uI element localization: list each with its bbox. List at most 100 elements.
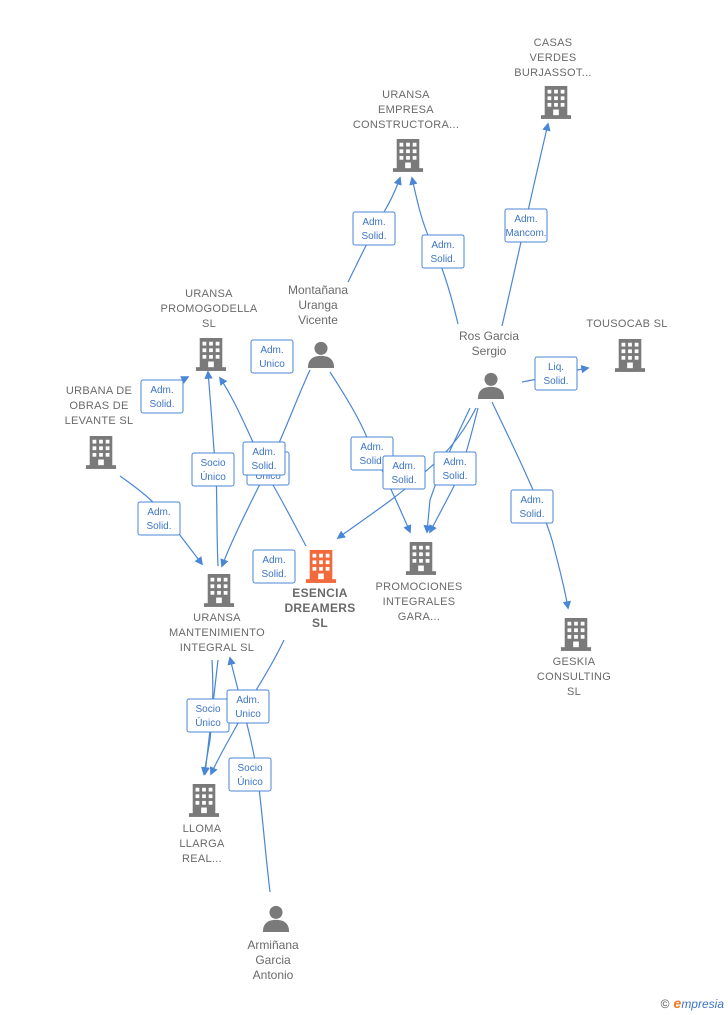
person-icon xyxy=(262,905,290,932)
node-promociones[interactable]: PROMOCIONES INTEGRALES GARA... xyxy=(375,542,462,623)
edge-label-e17[interactable]: Adm.Unico xyxy=(226,689,270,724)
node-label: Antonio xyxy=(253,968,294,982)
brand-logo-letter: e xyxy=(673,995,682,1011)
node-label: GARA... xyxy=(398,611,440,623)
copyright-icon: © xyxy=(660,997,670,1011)
edge-label-text: Unico xyxy=(235,709,261,720)
building-icon xyxy=(305,550,337,583)
empresia-brand[interactable]: ©empresia xyxy=(661,995,724,1011)
node-label: CASAS xyxy=(534,37,573,49)
edge-label-text: Adm. xyxy=(147,507,170,518)
node-label: PROMOGODELLA xyxy=(160,303,257,315)
edge-label-text: Solid. xyxy=(361,231,386,242)
node-promogodella[interactable]: URANSA PROMOGODELLA SL xyxy=(160,288,258,371)
edge-label-e14[interactable]: Adm.Solid. xyxy=(137,501,181,536)
node-lloma[interactable]: LLOMALLARGAREAL... xyxy=(179,784,225,865)
edge-label-text: Adm. xyxy=(362,217,385,228)
edge-label-text: Solid. xyxy=(543,376,568,387)
node-label: Garcia xyxy=(255,953,291,967)
edge-label-box xyxy=(242,441,286,476)
node-label: OBRAS DE xyxy=(69,400,128,412)
node-label: LLOMA xyxy=(183,823,222,835)
edge-label-e9[interactable]: Adm. Solid. xyxy=(510,489,554,524)
person-icon xyxy=(477,372,505,399)
edge-label-e3[interactable]: Adm.Solid. xyxy=(421,234,465,269)
edge-label-box xyxy=(137,501,181,536)
edge-label-text: Solid. xyxy=(391,475,416,486)
edge-label-e2[interactable]: Adm. Solid. xyxy=(352,211,396,246)
building-icon xyxy=(614,339,646,372)
edge-label-e12[interactable]: Adm.Solid. xyxy=(140,379,184,414)
edge-label-text: Socio xyxy=(237,763,262,774)
node-label: Vicente xyxy=(298,313,338,327)
edge-label-text: Socio xyxy=(195,704,220,715)
node-label: Ros Garcia xyxy=(459,329,519,343)
edge-label-text: Solid. xyxy=(519,509,544,520)
edge-label-text: Unico xyxy=(259,359,285,370)
edge-label-text: Adm. xyxy=(392,461,415,472)
node-label: ESENCIA xyxy=(292,586,347,600)
node-uransa_emp[interactable]: URANSAEMPRESACONSTRUCTORA... xyxy=(353,89,459,172)
edge-label-text: Único xyxy=(200,470,226,483)
node-label: URANSA xyxy=(193,612,241,624)
edge-label-box xyxy=(534,356,578,391)
node-label: GESKIA xyxy=(553,656,596,668)
building-icon xyxy=(195,338,227,371)
node-casas[interactable]: CASAS VERDES BURJASSOT... xyxy=(514,37,592,119)
building-icon xyxy=(188,784,220,817)
edge-line-12 xyxy=(204,370,219,567)
edge-label-text: Adm. xyxy=(262,555,285,566)
edge-label-e11[interactable]: Adm.Unico xyxy=(250,339,294,374)
brand-name: mpresia xyxy=(681,997,724,1011)
edge-label-text: Unico xyxy=(255,471,281,482)
edge-label-e4[interactable]: Liq. Solid. xyxy=(534,356,578,391)
edge-label-e15[interactable]: Adm. Solid. xyxy=(252,549,296,584)
edge-label-e10[interactable]: Adm.Solid. xyxy=(242,441,286,476)
edge-label-box xyxy=(510,489,554,524)
node-urbana[interactable]: URBANA DE OBRAS DE LEVANTE SL xyxy=(65,385,134,469)
edge-label-e6[interactable]: Adm. Solid. xyxy=(382,455,426,490)
node-label: SL xyxy=(202,318,216,330)
node-label: VERDES xyxy=(529,52,576,64)
node-label: TOUSOCAB SL xyxy=(586,318,667,330)
edge-label-text: Adm. xyxy=(520,495,543,506)
node-label: Uranga xyxy=(298,298,338,312)
node-label: Montañana xyxy=(288,283,348,297)
node-label: LLARGA xyxy=(179,838,225,850)
edge-label-text: Adm. xyxy=(252,447,275,458)
edge-label-box xyxy=(252,549,296,584)
edge-label-text: Adm. xyxy=(431,240,454,251)
node-label: PROMOCIONES xyxy=(375,581,462,593)
edge-line-8 xyxy=(491,401,572,610)
edge-label-e1[interactable]: Adm.Mancom. xyxy=(504,208,548,243)
edge-label-box xyxy=(140,379,184,414)
edge-label-text: Solid. xyxy=(359,456,384,467)
node-label: INTEGRALES xyxy=(383,596,456,608)
edge-labels-layer: Adm.Mancom.Adm.Solid.Adm.Solid.Liq.Solid… xyxy=(137,208,578,792)
node-label: BURJASSOT... xyxy=(514,67,592,79)
node-label: URANSA xyxy=(185,288,233,300)
edge-label-box xyxy=(433,451,477,486)
node-label: SL xyxy=(567,686,581,698)
edge-label-text: Liq. xyxy=(548,362,564,373)
node-label: LEVANTE SL xyxy=(65,415,134,427)
node-label: URBANA DE xyxy=(66,385,132,397)
node-label: Sergio xyxy=(472,344,507,358)
building-icon xyxy=(203,574,235,607)
building-icon xyxy=(392,139,424,172)
edge-label-e7[interactable]: Adm.Solid. xyxy=(433,451,477,486)
edge-label-text: Adm. xyxy=(514,214,537,225)
edge-label-box xyxy=(226,689,270,724)
node-tousocab[interactable]: TOUSOCAB SL xyxy=(586,318,667,372)
edge-label-text: Solid. xyxy=(261,569,286,580)
node-label: DREAMERS xyxy=(284,601,355,615)
